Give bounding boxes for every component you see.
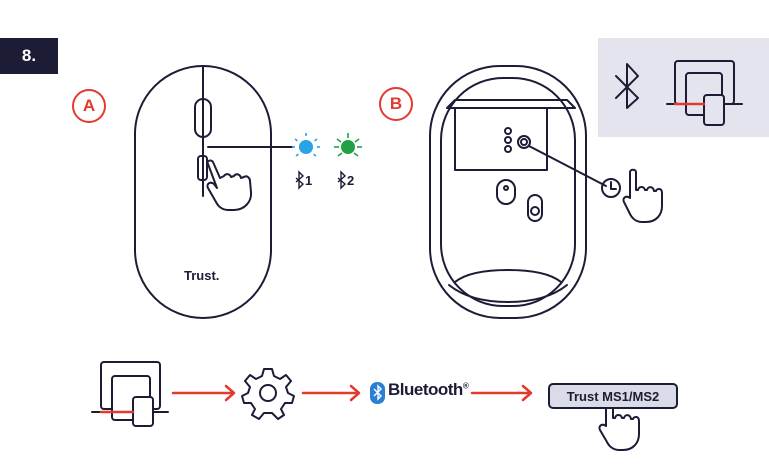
- flow-devices-icon: [91, 361, 169, 427]
- mouse-bottom-view: [429, 65, 607, 319]
- clock-icon: [601, 178, 621, 198]
- channel-1-label: 1: [305, 173, 313, 188]
- tap-hand-icon: [598, 396, 640, 451]
- arrow-2: [301, 384, 361, 402]
- label-a: A: [72, 89, 106, 123]
- mouse-top-view: [134, 65, 293, 319]
- arrow-1: [171, 384, 236, 402]
- channel-2-label: 2: [347, 173, 355, 188]
- led-1: [292, 133, 320, 157]
- mouse-brand-label: Trust.: [184, 268, 220, 283]
- led-2: [334, 133, 362, 157]
- device-name-button[interactable]: Trust MS1/MS2: [548, 383, 678, 409]
- flow-arrows: [99, 102, 706, 414]
- bluetooth-logo-icon: [370, 382, 385, 404]
- gear-icon: [241, 368, 295, 420]
- step-number: 8.: [21, 46, 37, 65]
- arrow-3: [470, 384, 533, 402]
- devices-icon: [666, 60, 743, 126]
- channel-bluetooth-icons: [295, 170, 347, 190]
- bluetooth-icon: [615, 63, 639, 109]
- label-b: B: [379, 87, 413, 121]
- pointing-hand-icon: [206, 159, 253, 211]
- step-number-badge: 8.: [0, 38, 58, 74]
- hold-hand-icon: [622, 168, 663, 223]
- bluetooth-label: Bluetooth®: [388, 380, 469, 399]
